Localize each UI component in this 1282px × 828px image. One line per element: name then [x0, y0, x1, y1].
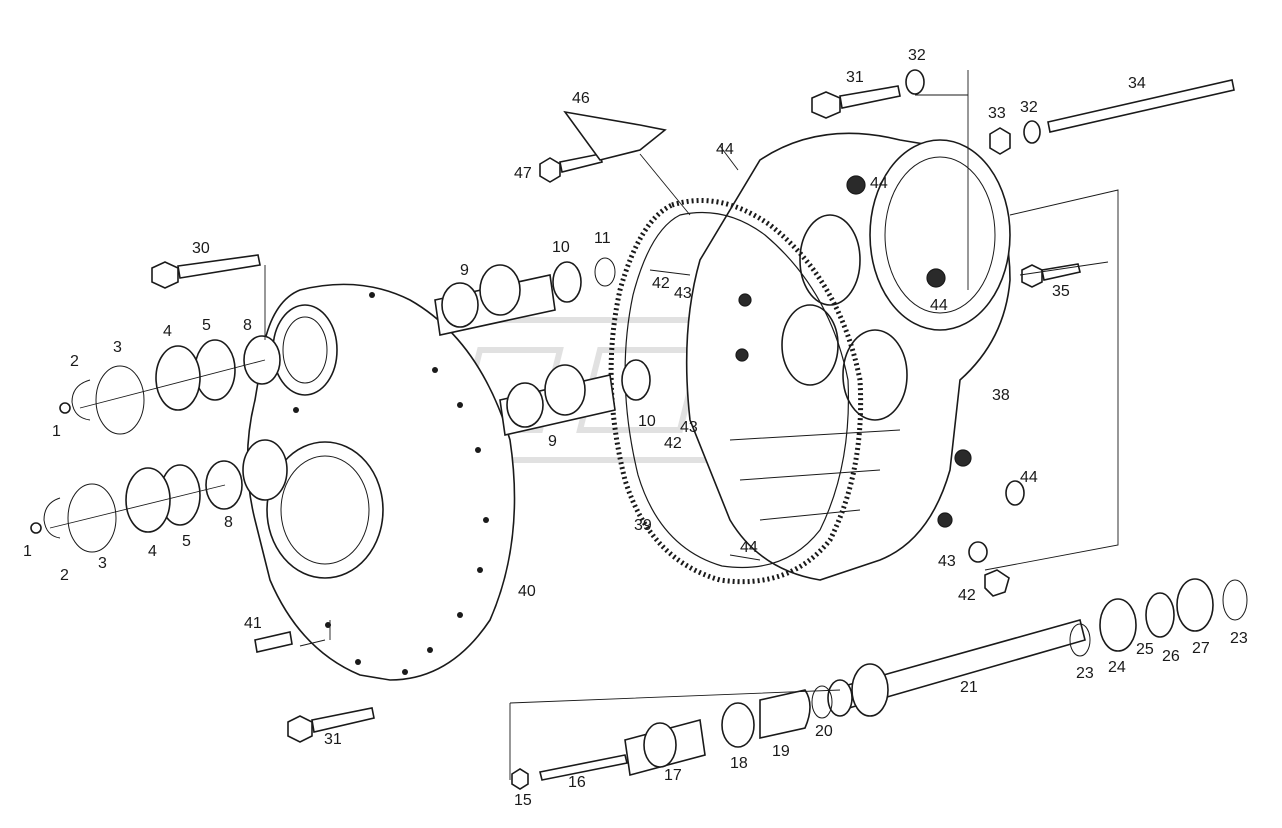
bolt-30	[151, 254, 261, 289]
callout-43: 43	[674, 285, 692, 302]
callout-9: 9	[548, 433, 557, 450]
callout-31: 31	[324, 731, 342, 748]
shaft-right-stack	[1069, 578, 1248, 657]
callout-44: 44	[930, 297, 948, 314]
nut-33	[989, 127, 1011, 155]
callout-4: 4	[163, 323, 172, 340]
gear-17	[624, 718, 706, 777]
callout-35: 35	[1052, 283, 1070, 300]
callout-39: 39	[634, 517, 652, 534]
ring-43-bottom	[968, 541, 988, 563]
callout-5: 5	[202, 317, 211, 334]
callout-41: 41	[244, 615, 262, 632]
callout-3: 3	[98, 555, 107, 572]
callout-1: 1	[52, 423, 61, 440]
callout-25: 25	[1136, 641, 1154, 658]
nut-15	[511, 768, 529, 790]
callout-2: 2	[60, 567, 69, 584]
callout-42: 42	[958, 587, 976, 604]
callout-46: 46	[572, 90, 590, 107]
callout-32: 32	[908, 47, 926, 64]
ring-18	[721, 702, 755, 748]
front-cover	[242, 283, 516, 681]
callout-43: 43	[938, 553, 956, 570]
washer-32-top	[905, 69, 925, 95]
screw-47	[539, 153, 603, 183]
bearing-10-upper	[552, 261, 582, 303]
callout-44: 44	[870, 175, 888, 192]
callout-18: 18	[730, 755, 748, 772]
plug-42-bottom	[984, 569, 1010, 597]
callout-5: 5	[182, 533, 191, 550]
callout-43: 43	[680, 419, 698, 436]
callout-3: 3	[113, 339, 122, 356]
callout-44: 44	[740, 539, 758, 556]
callout-9: 9	[460, 262, 469, 279]
callout-10: 10	[638, 413, 656, 430]
callout-23: 23	[1076, 665, 1094, 682]
callout-42: 42	[664, 435, 682, 452]
callout-47: 47	[514, 165, 532, 182]
bolt-31-bottom	[287, 707, 375, 743]
bolt-31-top	[811, 85, 901, 119]
callout-38: 38	[992, 387, 1010, 404]
gear-9-upper	[434, 264, 556, 336]
callout-4: 4	[148, 543, 157, 560]
callout-15: 15	[514, 792, 532, 809]
callout-44: 44	[1020, 469, 1038, 486]
stud-34	[1047, 79, 1235, 133]
callout-2: 2	[70, 353, 79, 370]
upper-bearing-stack	[59, 335, 281, 435]
callout-21: 21	[960, 679, 978, 696]
main-housing	[685, 132, 1011, 581]
callout-20: 20	[815, 723, 833, 740]
callout-31: 31	[846, 69, 864, 86]
circlip-20	[811, 685, 833, 719]
callout-24: 24	[1108, 659, 1126, 676]
callout-30: 30	[192, 240, 210, 257]
callout-32: 32	[1020, 99, 1038, 116]
rod-16	[539, 754, 628, 781]
callout-17: 17	[664, 767, 682, 784]
main-shaft-21	[827, 619, 1086, 717]
bolt-35	[1021, 263, 1081, 288]
gear-9-lower	[499, 364, 616, 436]
leader-lines	[49, 70, 1119, 780]
callout-33: 33	[988, 105, 1006, 122]
callout-27: 27	[1192, 640, 1210, 657]
callout-10: 10	[552, 239, 570, 256]
callout-8: 8	[243, 317, 252, 334]
plug-44-right	[1005, 480, 1025, 506]
circlip-11	[594, 257, 616, 287]
callout-26: 26	[1162, 648, 1180, 665]
plate-46	[563, 110, 667, 161]
callout-8: 8	[224, 514, 233, 531]
pin-41	[254, 631, 293, 653]
sleeve-19	[759, 689, 811, 739]
callout-44: 44	[716, 141, 734, 158]
callout-1: 1	[23, 543, 32, 560]
callout-23: 23	[1230, 630, 1248, 647]
gasket	[608, 198, 864, 585]
callout-42: 42	[652, 275, 670, 292]
callout-16: 16	[568, 774, 586, 791]
callout-11: 11	[594, 230, 611, 247]
callout-labels: 1 1 2 2 3 3 4 4 5 5 8 8 9 9 10 10 11 15 …	[23, 47, 1248, 809]
callout-19: 19	[772, 743, 790, 760]
callout-34: 34	[1128, 75, 1146, 92]
callout-40: 40	[518, 583, 536, 600]
lower-bearing-stack	[30, 460, 243, 553]
washer-32-right	[1023, 120, 1041, 144]
bearing-10-lower	[621, 359, 651, 401]
